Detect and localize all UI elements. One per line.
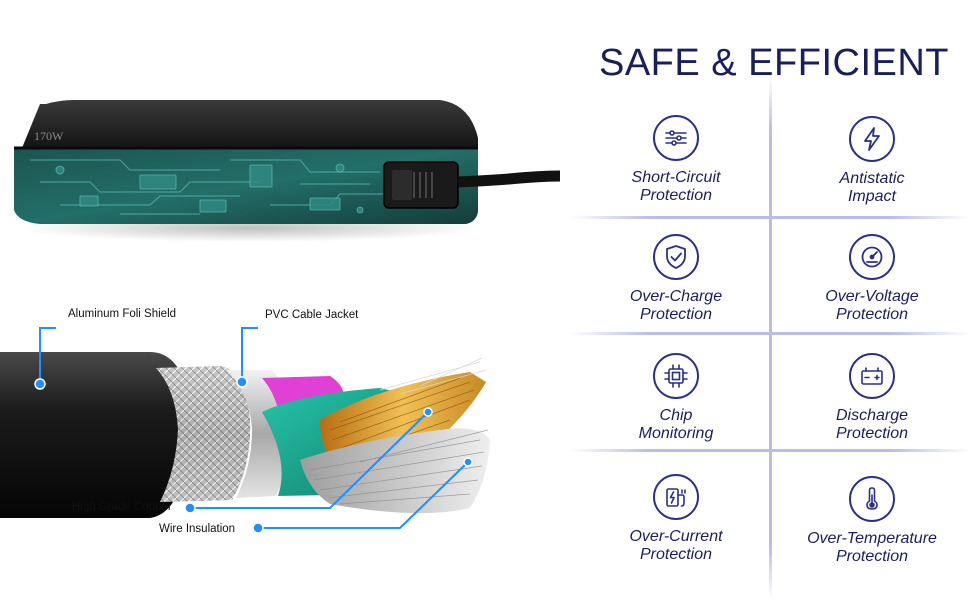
feature-label: Over-Charge Protection (629, 288, 723, 323)
feature-over-charge-protection: Over-Charge Protection (578, 224, 774, 342)
feature-label: Short-Circuit Protection (631, 169, 721, 204)
feature-label: Chip Monitoring (638, 407, 714, 442)
feature-discharge-protection: Discharge Protection (774, 343, 970, 461)
cable-cross-section: Aluminum Foli Shield PVC Cable Jacket Hi… (0, 290, 560, 600)
feature-antistatic-impact: Antistatic Impact (774, 106, 970, 224)
feature-label: Antistatic Impact (839, 170, 905, 205)
feature-short-circuit-protection: Short-Circuit Protection (578, 105, 774, 223)
charging-plug-icon (653, 474, 699, 520)
feature-label: Over-Temperature Protection (807, 530, 937, 565)
cable-illustration (0, 327, 490, 534)
feature-over-voltage-protection: Over-Voltage Protection (774, 224, 970, 342)
thermometer-icon (849, 476, 895, 522)
feature-label: Discharge Protection (835, 407, 909, 442)
shield-check-icon (653, 234, 699, 280)
feature-over-current-protection: Over-Current Protection (578, 464, 774, 582)
feature-label: Over-Current Protection (629, 528, 723, 563)
features-grid-lines (570, 78, 970, 600)
circuit-icon (653, 115, 699, 161)
power-adapter-image: 170W (0, 0, 560, 260)
battery-icon (849, 353, 895, 399)
feature-over-temperature-protection: Over-Temperature Protection (774, 466, 970, 584)
features-panel: SAFE & EFFICIENT Short-Circuit Protectio… (570, 0, 970, 600)
adapter-illustration: 170W (14, 100, 560, 242)
callout-wire-insulation: Wire Insulation (159, 523, 236, 535)
callout-aluminum-foil-shield: Aluminum Foli Shield (68, 308, 177, 320)
chip-icon (653, 353, 699, 399)
adapter-wattage-label: 170W (34, 129, 64, 143)
feature-chip-monitoring: Chip Monitoring (578, 343, 774, 461)
lightning-icon (849, 116, 895, 162)
feature-label: Over-Voltage Protection (825, 288, 919, 323)
callout-high-grade-copper: High Grade Copper (72, 501, 172, 513)
gauge-icon (849, 234, 895, 280)
callout-pvc-cable-jacket: PVC Cable Jacket (265, 309, 359, 321)
features-title: SAFE & EFFICIENT (598, 42, 950, 84)
